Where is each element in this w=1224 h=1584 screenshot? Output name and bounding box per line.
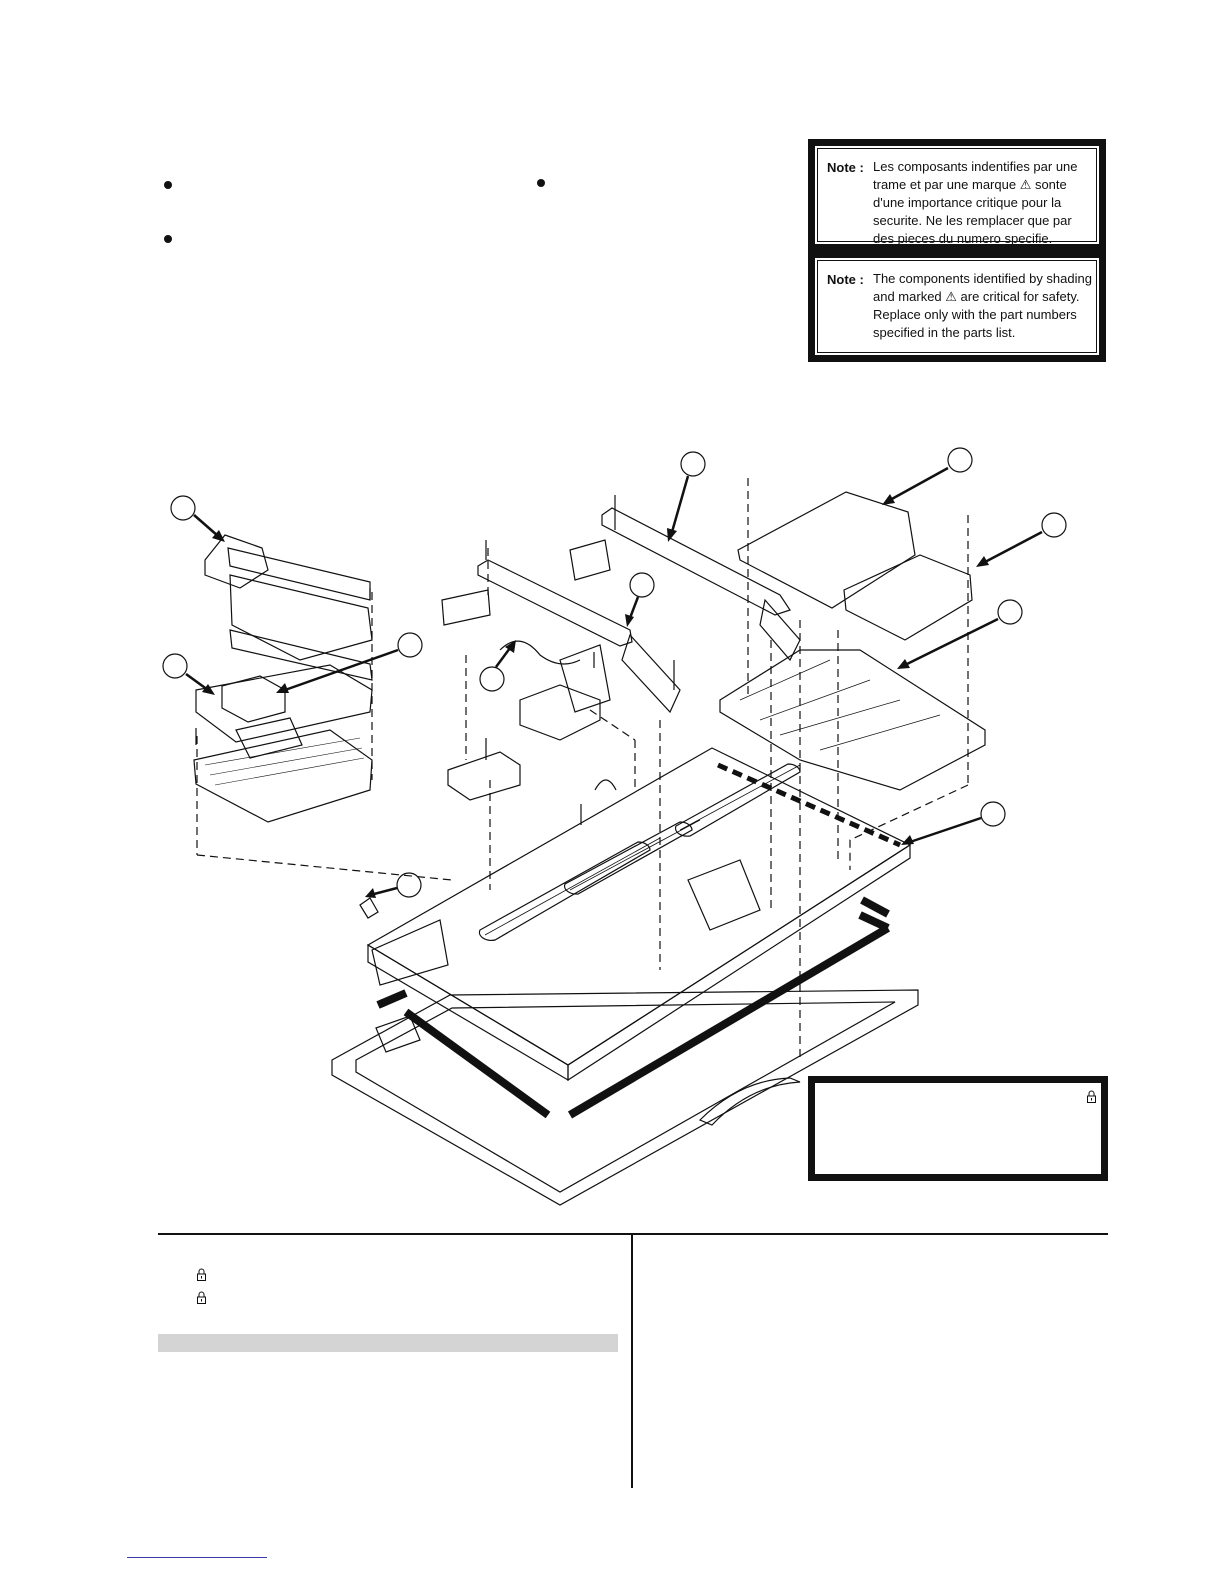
center-bracket-assembly (195, 495, 801, 970)
left-board-assembly (193, 534, 453, 881)
note-text: Les composants indentifies par une trame… (873, 159, 1078, 246)
callout-circle (629, 572, 655, 598)
lock-icon (197, 1291, 206, 1304)
callout-arrows (185, 466, 1043, 898)
callout-circle (1041, 512, 1067, 538)
column-divider (631, 1235, 633, 1488)
front-bezel-frame (331, 897, 919, 1206)
lock-icon (1087, 1090, 1096, 1103)
callout-circle (980, 801, 1006, 827)
callout-circle (162, 653, 188, 679)
black-strips (376, 896, 891, 1119)
right-board-assembly (719, 478, 986, 1060)
lock-icon (197, 1268, 206, 1281)
bullet-icon (537, 179, 545, 187)
note-label: Note : (827, 272, 864, 287)
section-divider (158, 1233, 1108, 1235)
shaded-header-bar (158, 1334, 618, 1352)
callout-circles (162, 447, 1067, 898)
note-box-english: Note : The components identified by shad… (808, 251, 1106, 362)
note-label: Note : (827, 160, 864, 175)
callout-circle (396, 872, 422, 898)
note-frame (817, 148, 1097, 242)
callout-circle (397, 632, 423, 658)
callout-circle (170, 495, 196, 521)
bullet-icon (164, 181, 172, 189)
note-text: The components identified by shading and… (873, 271, 1092, 340)
main-chassis-plate (366, 747, 912, 1082)
caution-box (808, 1076, 1108, 1181)
callout-circle (680, 451, 706, 477)
footer-link-underline[interactable] (127, 1557, 267, 1558)
bullet-icon (164, 235, 172, 243)
note-frame (817, 260, 1097, 353)
callout-circle (997, 599, 1023, 625)
callout-circle (479, 666, 505, 692)
callout-circle (947, 447, 973, 473)
note-box-french: Note : Les composants indentifies par un… (808, 139, 1106, 251)
